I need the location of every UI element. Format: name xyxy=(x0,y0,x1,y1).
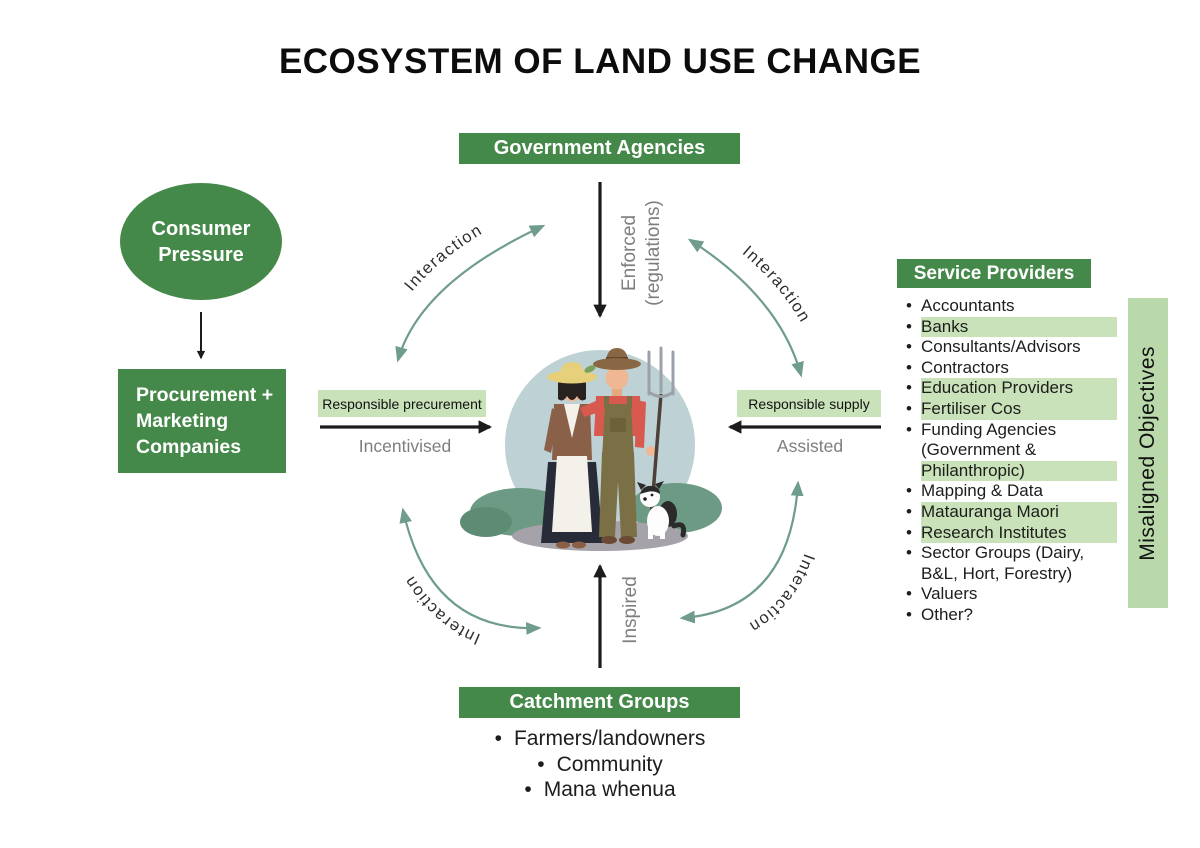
bullet-icon: • xyxy=(906,357,912,377)
list-item: • Community xyxy=(400,752,800,778)
list-item: • Farmers/landowners xyxy=(400,726,800,752)
bush-left-small xyxy=(460,507,512,537)
edge-label-assisted: Assisted xyxy=(776,436,844,456)
list-item: (Government & xyxy=(897,440,1117,461)
bush-right xyxy=(630,483,722,533)
bullet-icon: • xyxy=(524,778,532,801)
list-item: • Funding Agencies xyxy=(897,420,1117,441)
edge-label-incentivised: Incentivised xyxy=(358,436,452,456)
list-item: • Sector Groups (Dairy, xyxy=(897,543,1117,564)
node-consumer-pressure: Consumer Pressure xyxy=(120,183,282,300)
bullet-icon: • xyxy=(906,316,912,336)
list-item-label: Fertiliser Cos xyxy=(921,398,1117,420)
bullet-icon: • xyxy=(906,604,912,624)
list-item: • Education Providers xyxy=(897,378,1117,399)
bullet-icon: • xyxy=(906,501,912,521)
list-item-label: Consultants/Advisors xyxy=(921,337,1081,357)
list-item: • Research Institutes xyxy=(897,522,1117,544)
list-item-label: Matauranga Maori xyxy=(921,501,1117,523)
node-label: Catchment Groups xyxy=(509,691,690,713)
list-item-label: Sector Groups (Dairy, xyxy=(921,543,1085,563)
catchment-groups-list: •Farmers/landowners•Community•Mana whenu… xyxy=(400,726,800,803)
farmers-illustration xyxy=(460,346,722,551)
edge-label-line2: (regulations) xyxy=(643,200,664,306)
edge-label-inspired: Inspired xyxy=(620,576,641,644)
bullet-icon: • xyxy=(906,378,912,398)
farmer-man xyxy=(580,348,656,544)
edge-label-text: Responsible supply xyxy=(748,395,870,412)
list-item-label: Philanthropic) xyxy=(921,460,1117,482)
node-procurement-marketing: Procurement + Marketing Companies xyxy=(118,369,286,473)
interaction-arc-top-right xyxy=(687,238,804,378)
interaction-label-top-right: Interaction xyxy=(739,242,814,326)
interaction-label-bottom-right: Interaction xyxy=(745,552,817,637)
list-item-label: (Government & xyxy=(921,440,1037,460)
service-providers-list: •Accountants•Banks•Consultants/Advisors•… xyxy=(897,296,1117,626)
list-item-label: Funding Agencies xyxy=(921,419,1057,439)
list-item-label: Mapping & Data xyxy=(921,481,1043,501)
bullet-icon: • xyxy=(906,337,912,357)
list-item-label: Other? xyxy=(921,604,973,624)
list-item: • Consultants/Advisors xyxy=(897,337,1117,358)
bullet-icon: • xyxy=(537,752,545,776)
bullet-icon: • xyxy=(906,398,912,418)
list-item: Philanthropic) xyxy=(897,460,1117,482)
farmer-woman xyxy=(541,362,603,549)
list-item: • Mapping & Data xyxy=(897,481,1117,502)
list-item-label: Education Providers xyxy=(921,378,1117,399)
list-item: • Mana whenua xyxy=(400,777,800,803)
edge-label-text: Responsible precurement xyxy=(322,395,482,412)
node-catchment-groups: Catchment Groups xyxy=(459,687,740,718)
interaction-arc-bottom-left xyxy=(399,507,542,635)
ground xyxy=(512,521,688,551)
list-item: B&L, Hort, Forestry) xyxy=(897,564,1117,585)
list-item-label: Mana whenua xyxy=(543,778,676,801)
node-government-agencies: Government Agencies xyxy=(459,133,740,164)
list-item-label: Accountants xyxy=(921,296,1015,315)
node-label: Consumer Pressure xyxy=(151,217,251,266)
edge-label-enforced-regulations: Enforced (regulations) xyxy=(618,178,666,328)
interaction-arc-top-left xyxy=(395,224,546,363)
bullet-icon: • xyxy=(906,543,912,563)
pitchfork xyxy=(647,346,675,533)
list-item-label: Community xyxy=(556,752,663,776)
node-label: Service Providers xyxy=(913,262,1075,284)
list-item-label: Valuers xyxy=(921,584,978,604)
bullet-icon: • xyxy=(494,727,502,750)
list-item-label: Contractors xyxy=(921,357,1009,377)
list-item: • Accountants xyxy=(897,296,1117,317)
edge-label-line1: Enforced xyxy=(619,214,640,292)
interaction-arc-bottom-right xyxy=(679,480,804,624)
dog xyxy=(637,481,687,539)
misaligned-objectives-bar: Misaligned Objectives xyxy=(1128,298,1168,608)
interaction-label-bottom-left: Interaction xyxy=(400,572,482,648)
edge-label-responsible-procurement: Responsible precurement xyxy=(318,390,486,417)
edge-label-responsible-supply: Responsible supply xyxy=(737,390,881,417)
node-label: Procurement + Marketing Companies xyxy=(136,384,274,458)
misaligned-objectives-label: Misaligned Objectives xyxy=(1136,345,1159,561)
bush-left xyxy=(470,488,570,536)
illustration-circle-background xyxy=(505,350,695,540)
bullet-icon: • xyxy=(906,584,912,604)
list-item-label: Research Institutes xyxy=(921,522,1117,544)
bullet-icon: • xyxy=(906,296,912,315)
list-item: • Valuers xyxy=(897,584,1117,605)
bullet-icon: • xyxy=(906,419,912,439)
list-item: • Matauranga Maori xyxy=(897,501,1117,523)
page-title: ECOSYSTEM OF LAND USE CHANGE xyxy=(278,42,922,81)
bullet-icon: • xyxy=(906,481,912,501)
bullet-icon: • xyxy=(906,522,912,542)
list-item: • Contractors xyxy=(897,358,1117,379)
node-label: Government Agencies xyxy=(493,137,706,159)
list-item-label: Farmers/landowners xyxy=(513,727,706,750)
list-item-label: Banks xyxy=(921,316,1117,338)
list-item: • Other? xyxy=(897,605,1117,626)
interaction-label-top-left: Interaction xyxy=(401,221,486,295)
list-item-label: B&L, Hort, Forestry) xyxy=(921,563,1073,583)
list-item: • Banks xyxy=(897,316,1117,338)
list-item: • Fertiliser Cos xyxy=(897,398,1117,420)
node-service-providers: Service Providers xyxy=(897,259,1091,288)
